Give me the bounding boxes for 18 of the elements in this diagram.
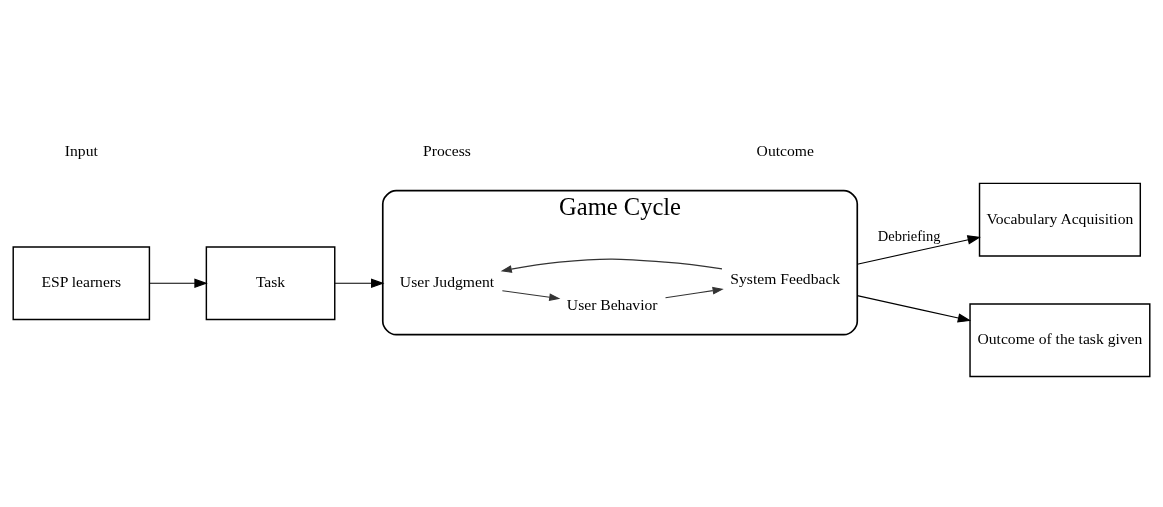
node-text: User Judgment <box>399 272 495 290</box>
label: Input <box>64 141 98 159</box>
arrow <box>334 278 385 288</box>
arrow <box>856 234 981 265</box>
arrow <box>500 258 723 273</box>
node-text: User Behavior <box>566 295 658 313</box>
label: Outcome <box>756 141 814 159</box>
arrow <box>664 286 724 298</box>
node-box: Outcome of the task given <box>969 302 1151 377</box>
node-box: Task <box>205 245 336 320</box>
arrow <box>501 289 561 301</box>
arrow <box>149 278 208 288</box>
label: Process <box>423 141 471 159</box>
node-box: ESP learners <box>12 245 151 320</box>
arrow <box>856 294 972 323</box>
node-text: System Feedback <box>730 269 841 287</box>
edge-label: Debriefing <box>877 227 941 244</box>
node-box: Vocabulary Acquisition <box>978 182 1142 257</box>
